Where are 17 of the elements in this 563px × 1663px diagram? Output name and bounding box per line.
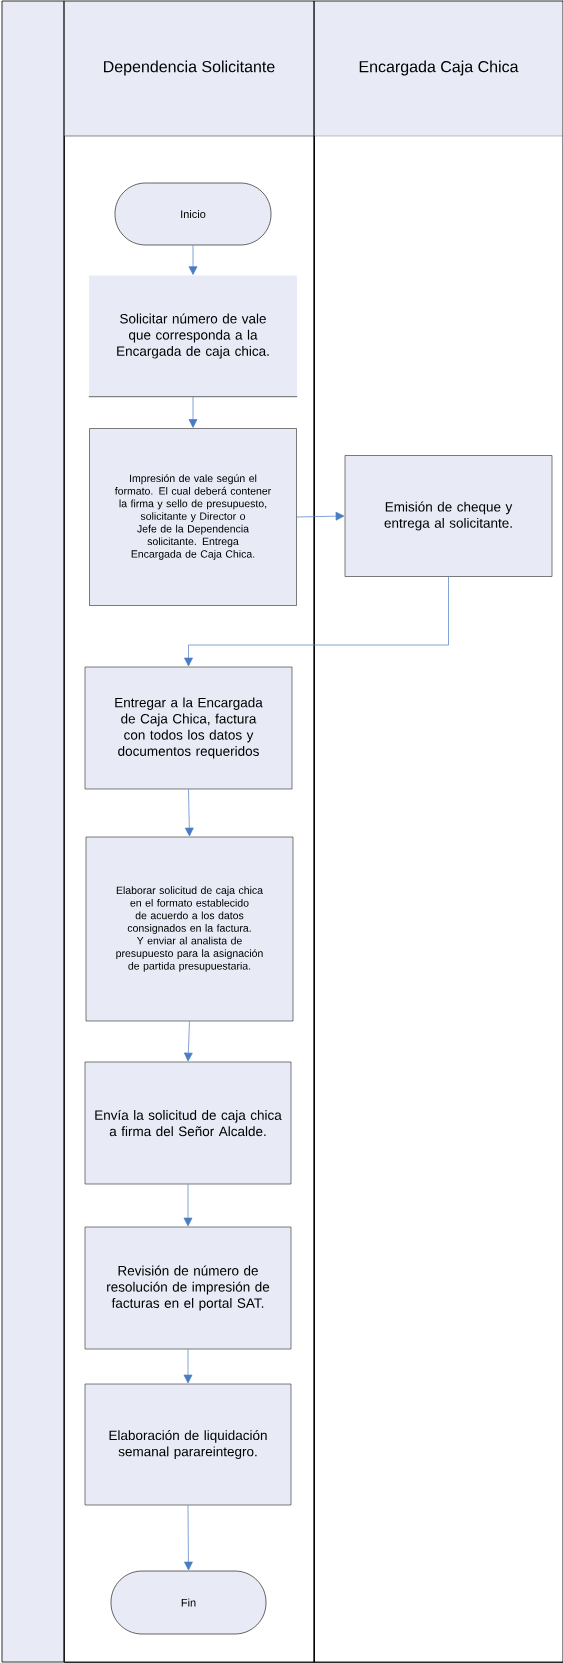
arrow bbox=[183, 1348, 193, 1384]
arrow bbox=[184, 576, 449, 667]
process-box: Elaborar solicitud de caja chica en el formato establecido de acuerdo a los datos consignados en la factura. Y enviar al analista de presupuesto para la asignación de partida presupuestaria. bbox=[85, 836, 294, 1022]
process-box: Emisión de cheque y entrega al solicitante. bbox=[344, 455, 553, 577]
arrow bbox=[184, 1504, 193, 1571]
arrow bbox=[296, 511, 345, 521]
process-box: Solicitar número de vale que corresponda a la Encargada de caja chica. bbox=[88, 275, 298, 397]
arrow bbox=[188, 244, 198, 275]
arrow bbox=[183, 1183, 193, 1227]
arrow bbox=[188, 396, 198, 428]
process-box: Envía la solicitud de caja chica a firma del Señor Alcalde. bbox=[84, 1061, 292, 1185]
arrow bbox=[183, 1020, 193, 1062]
process-box: Entregar a la Encargada de Caja Chica, factura con todos los datos y documentos requeridos bbox=[84, 666, 293, 790]
process-box: Revisión de número de resolución de impresión de facturas en el portal SAT. bbox=[84, 1226, 292, 1350]
process-box: Impresión de vale según el formato. El cual deberá contener la firma y sello de presupuesto, solicitante y Director o Jefe de la Dependencia solicitante. Entrega Encargada de Caja Chica. bbox=[89, 428, 297, 606]
process-box: Elaboración de liquidación semanal parareintegro. bbox=[84, 1383, 292, 1506]
arrow bbox=[184, 788, 194, 837]
